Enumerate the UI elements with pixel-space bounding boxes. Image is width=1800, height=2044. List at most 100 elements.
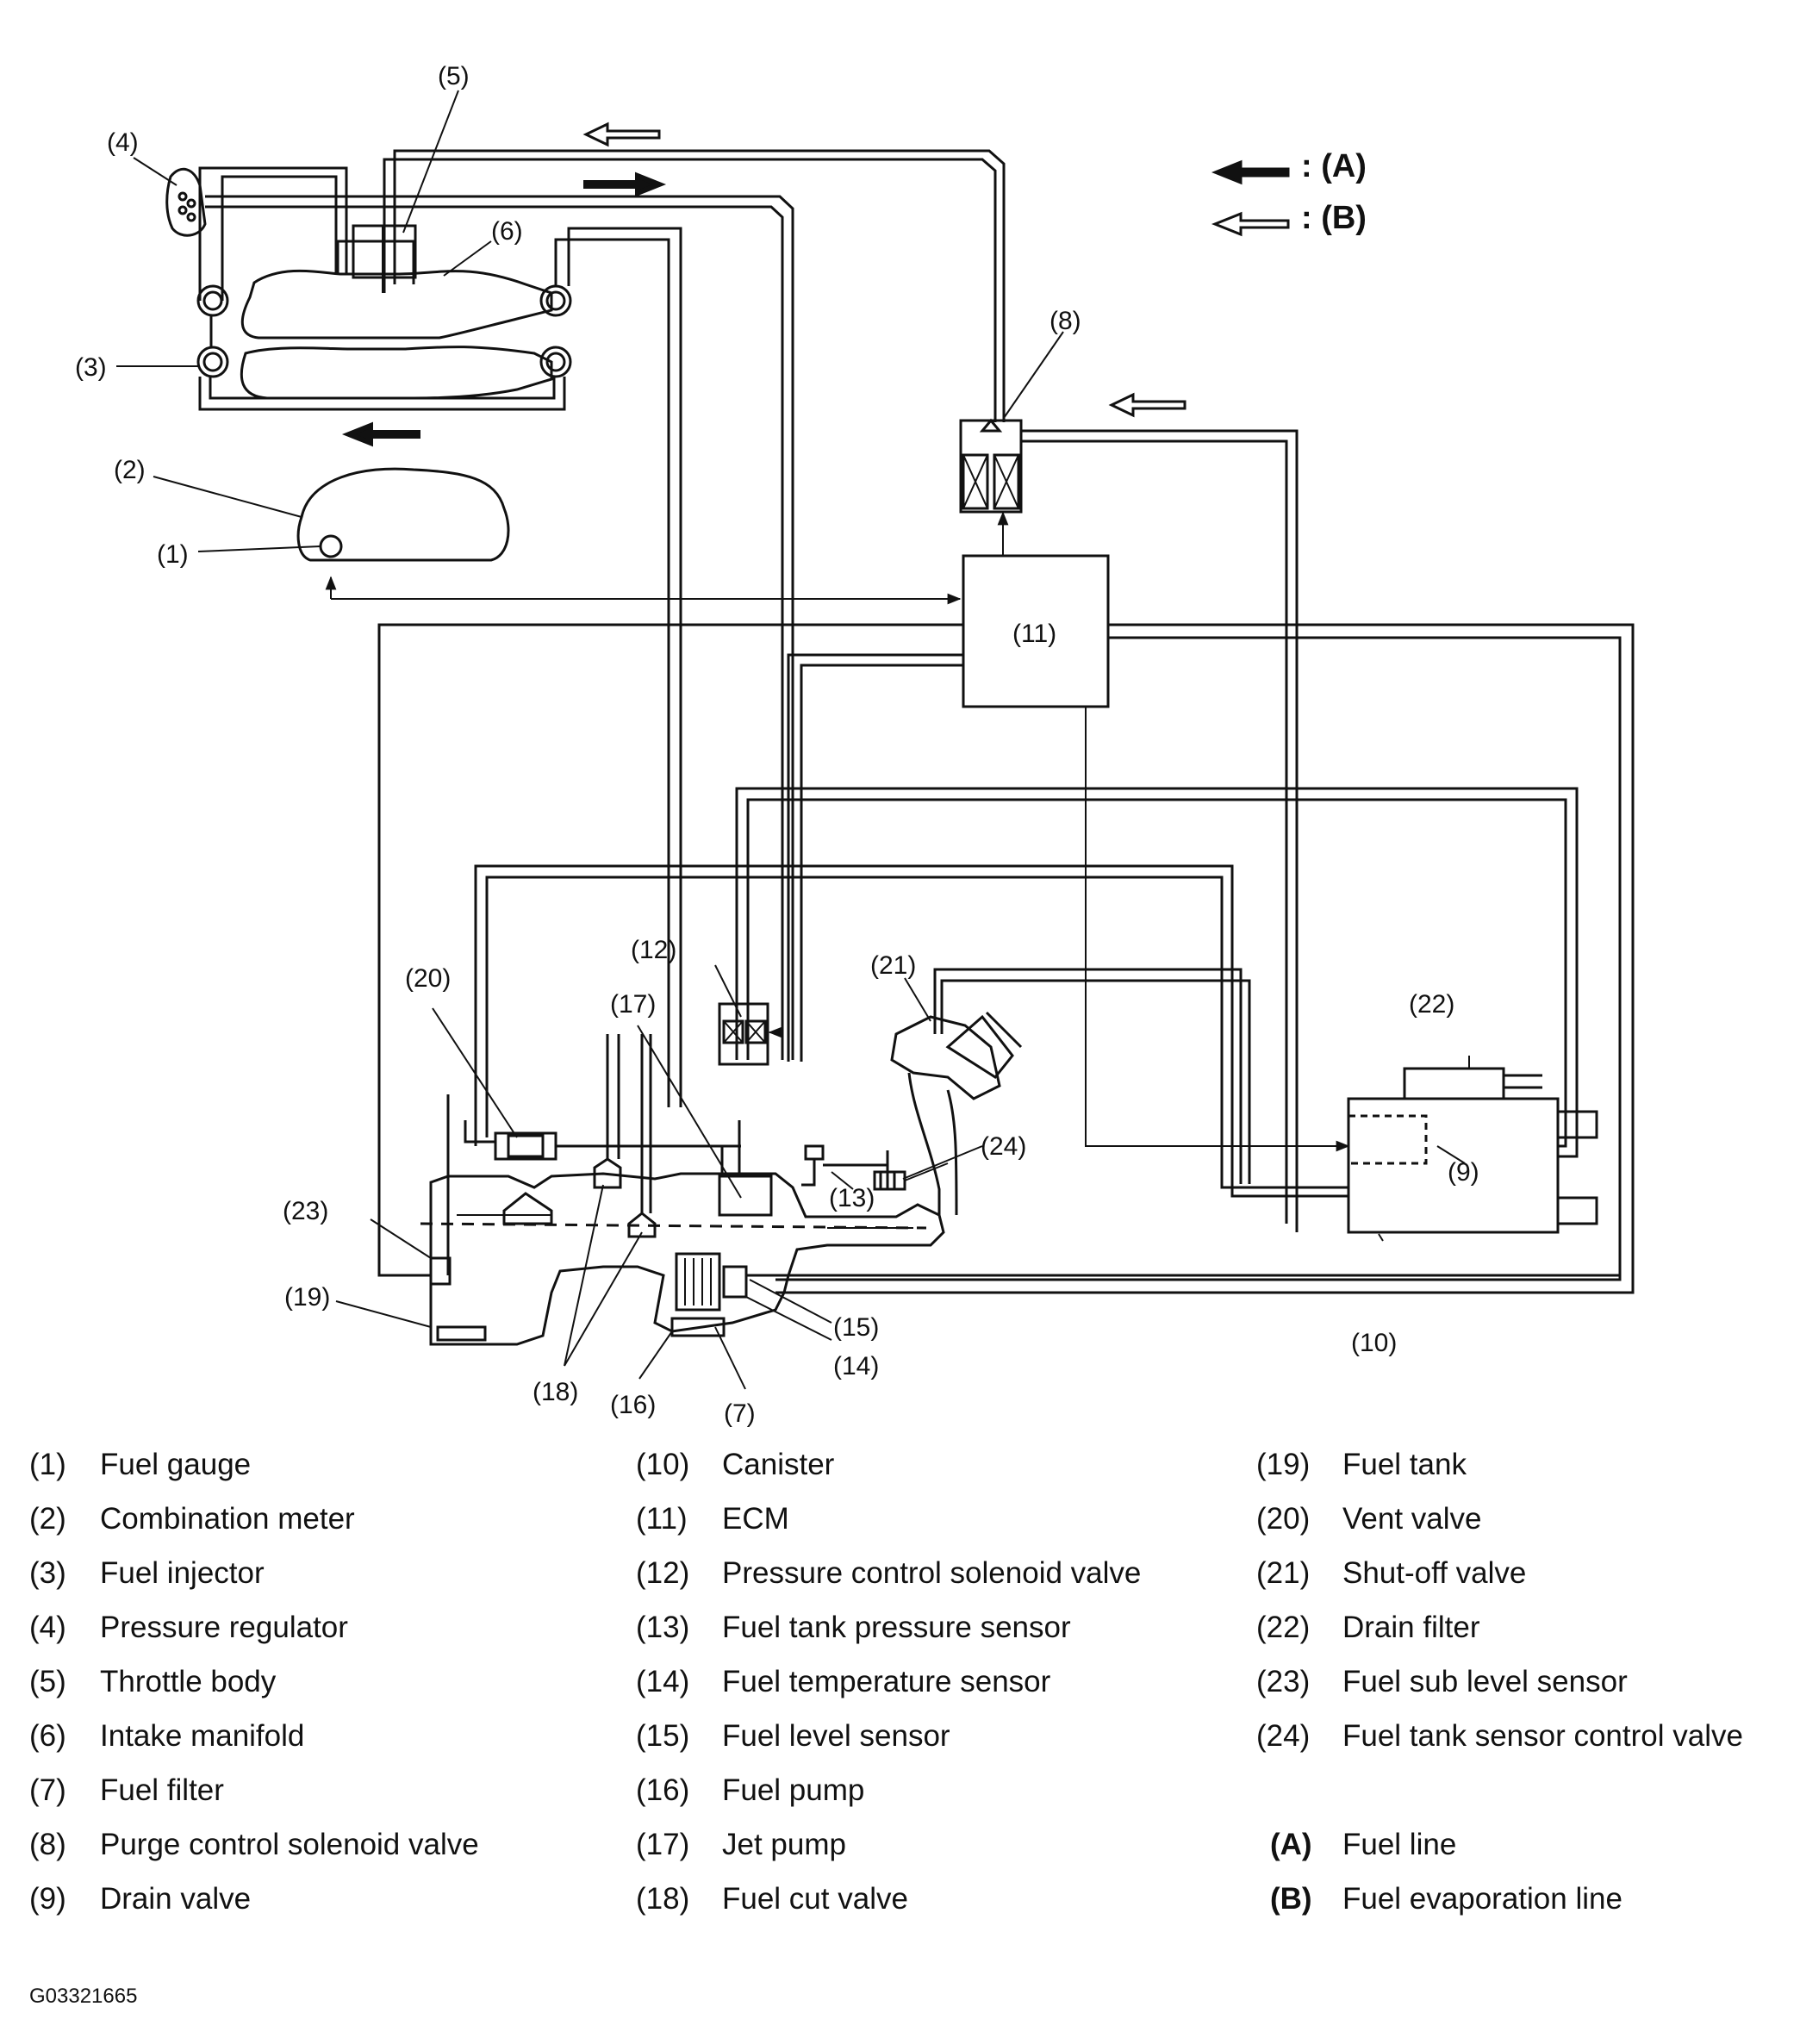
legend-num: (10): [636, 1448, 690, 1481]
legend-label: Fuel filter: [100, 1773, 224, 1807]
callouts: (4) (5) (6) (3) (2) (1) (8) (11) (22) (9…: [75, 62, 1479, 1428]
fuel-pump-assembly: [670, 1252, 748, 1337]
legend-num: (18): [636, 1882, 690, 1916]
leader-lines: [116, 90, 1470, 1390]
callout-16: (16): [610, 1391, 656, 1419]
callout-9: (9): [1448, 1158, 1479, 1187]
legend-num: (5): [29, 1665, 66, 1698]
legend-label: Drain filter: [1342, 1611, 1480, 1644]
legend-num: (11): [636, 1502, 688, 1536]
legend-label: Fuel tank: [1342, 1448, 1467, 1481]
legend-num: (4): [29, 1611, 66, 1644]
callout-15: (15): [833, 1313, 879, 1342]
legend-num: (13): [636, 1611, 690, 1644]
legend-label: Throttle body: [100, 1665, 277, 1698]
arrow-legend-a: : (A): [1301, 148, 1367, 184]
legend-label: Drain valve: [100, 1882, 252, 1916]
figure-code: G03321665: [29, 1985, 138, 2008]
fuel-tank-sensor-control-valve: [873, 1150, 949, 1191]
callout-6: (6): [491, 217, 523, 246]
legend-num: (21): [1256, 1556, 1311, 1590]
callout-5: (5): [438, 62, 470, 90]
legend-num: (3): [29, 1556, 66, 1590]
callout-21: (21): [870, 951, 916, 980]
evap-line-top: [383, 158, 997, 422]
legend-num: (9): [29, 1882, 66, 1916]
legend-num: (16): [636, 1773, 690, 1807]
legend-num: (B): [1270, 1882, 1312, 1916]
callout-11: (11): [1012, 620, 1056, 648]
callout-1: (1): [157, 540, 189, 569]
legend-label: ECM: [722, 1502, 789, 1536]
callout-20: (20): [405, 964, 451, 993]
callout-23: (23): [283, 1197, 328, 1225]
jet-pump: [718, 1175, 773, 1217]
callout-22: (22): [1409, 990, 1454, 1019]
legend-num: (24): [1256, 1719, 1311, 1753]
legend-label: Combination meter: [100, 1502, 355, 1536]
shut-off-valve: [890, 1011, 1023, 1100]
legend-num: (15): [636, 1719, 690, 1753]
fuel-tank-pressure-sensor: [801, 1144, 888, 1187]
callout-18: (18): [533, 1378, 578, 1406]
flow-arrows: [341, 122, 1187, 447]
legend-label: Intake manifold: [100, 1719, 305, 1753]
legend-label: Fuel gauge: [100, 1448, 252, 1481]
legend-num: (12): [636, 1556, 690, 1590]
callout-3: (3): [75, 353, 107, 382]
ecm-box: [962, 554, 1110, 708]
legend-num: (2): [29, 1502, 66, 1536]
legend-label: Fuel cut valve: [722, 1882, 908, 1916]
fuel-cut-valves: [502, 1034, 657, 1238]
legend-num: (22): [1256, 1611, 1311, 1644]
legend-label: Fuel line: [1342, 1828, 1457, 1861]
legend-num: (1): [29, 1448, 66, 1481]
callout-7: (7): [724, 1399, 756, 1428]
legend-num: (6): [29, 1719, 66, 1753]
pressure-regulator: [165, 167, 207, 237]
callout-2: (2): [114, 456, 146, 484]
pressure-control-solenoid-valve: [718, 1002, 782, 1066]
legend-label: Pressure control solenoid valve: [722, 1556, 1142, 1590]
legend-num: (8): [29, 1828, 66, 1861]
callout-19: (19): [284, 1283, 330, 1312]
callout-8: (8): [1049, 307, 1081, 335]
parts-legend: (1) Fuel gauge (2) Combination meter (3) Fu…: [0, 1448, 1800, 1930]
callout-14: (14): [833, 1352, 879, 1380]
legend-num: (19): [1256, 1448, 1311, 1481]
callout-4: (4): [107, 128, 139, 157]
legend-label: Fuel injector: [100, 1556, 265, 1590]
legend-label: Fuel sub level sensor: [1342, 1665, 1628, 1698]
intake-manifold: [240, 240, 553, 400]
legend-label: Shut-off valve: [1342, 1556, 1527, 1590]
fuel-sub-level-sensor: [429, 1256, 452, 1286]
filler-neck: [907, 1072, 958, 1216]
fuel-system-diagram: : (A) : (B) (4) (5) (6) (3) (2): [75, 62, 1635, 1428]
legend-num: (23): [1256, 1665, 1311, 1698]
legend-label: Vent valve: [1342, 1502, 1482, 1536]
fuel-injectors: [196, 284, 572, 378]
legend-num: (14): [636, 1665, 690, 1698]
callout-17: (17): [610, 990, 656, 1019]
legend-label: Fuel tank sensor control valve: [1342, 1719, 1743, 1753]
canister: [1347, 1067, 1598, 1234]
drain-valve: [1347, 1114, 1428, 1165]
arrow-legend: : (A) : (B): [1211, 148, 1367, 237]
legend-label: Canister: [722, 1448, 835, 1481]
legend-label: Fuel level sensor: [722, 1719, 950, 1753]
legend-label: Pressure regulator: [100, 1611, 348, 1644]
fuel-rail-loop: [198, 166, 682, 1107]
legend-num: (17): [636, 1828, 690, 1861]
callout-10: (10): [1351, 1329, 1397, 1357]
legend-num: (7): [29, 1773, 66, 1807]
legend-num: (20): [1256, 1502, 1311, 1536]
callout-12: (12): [631, 936, 676, 964]
fuel-return-line: [205, 195, 794, 1060]
combination-meter: [296, 467, 510, 562]
callout-13: (13): [829, 1184, 875, 1212]
legend-label: Purge control solenoid valve: [100, 1828, 479, 1861]
legend-label: Fuel tank pressure sensor: [722, 1611, 1071, 1644]
legend-label: Fuel temperature sensor: [722, 1665, 1051, 1698]
legend-label: Fuel evaporation line: [1342, 1882, 1622, 1916]
legend-label: Fuel pump: [722, 1773, 865, 1807]
